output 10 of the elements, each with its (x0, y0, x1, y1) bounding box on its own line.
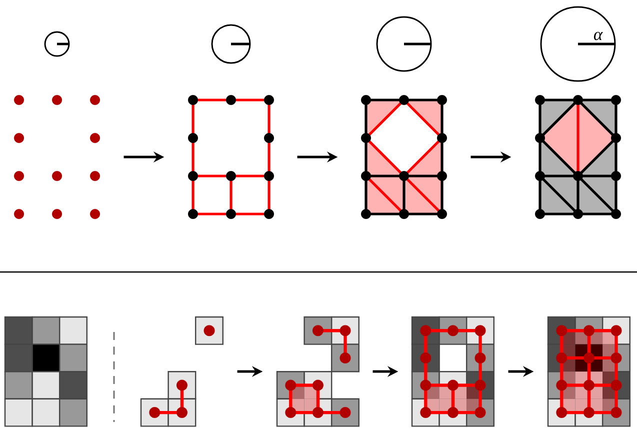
simplicial-complex-drawing (361, 95, 447, 219)
simplicial-complex-drawing (535, 95, 621, 219)
point-cloud-drawing (14, 95, 100, 219)
cubical-complex-drawing (411, 316, 494, 427)
grayscale-image-drawing (4, 316, 88, 427)
cubical-complex-drawing (547, 316, 630, 427)
angle-label: α (594, 32, 603, 40)
cubical-complex-drawing (140, 316, 224, 427)
simplicial-complex-drawing (188, 95, 274, 219)
cubical-complex-drawing (276, 316, 360, 427)
